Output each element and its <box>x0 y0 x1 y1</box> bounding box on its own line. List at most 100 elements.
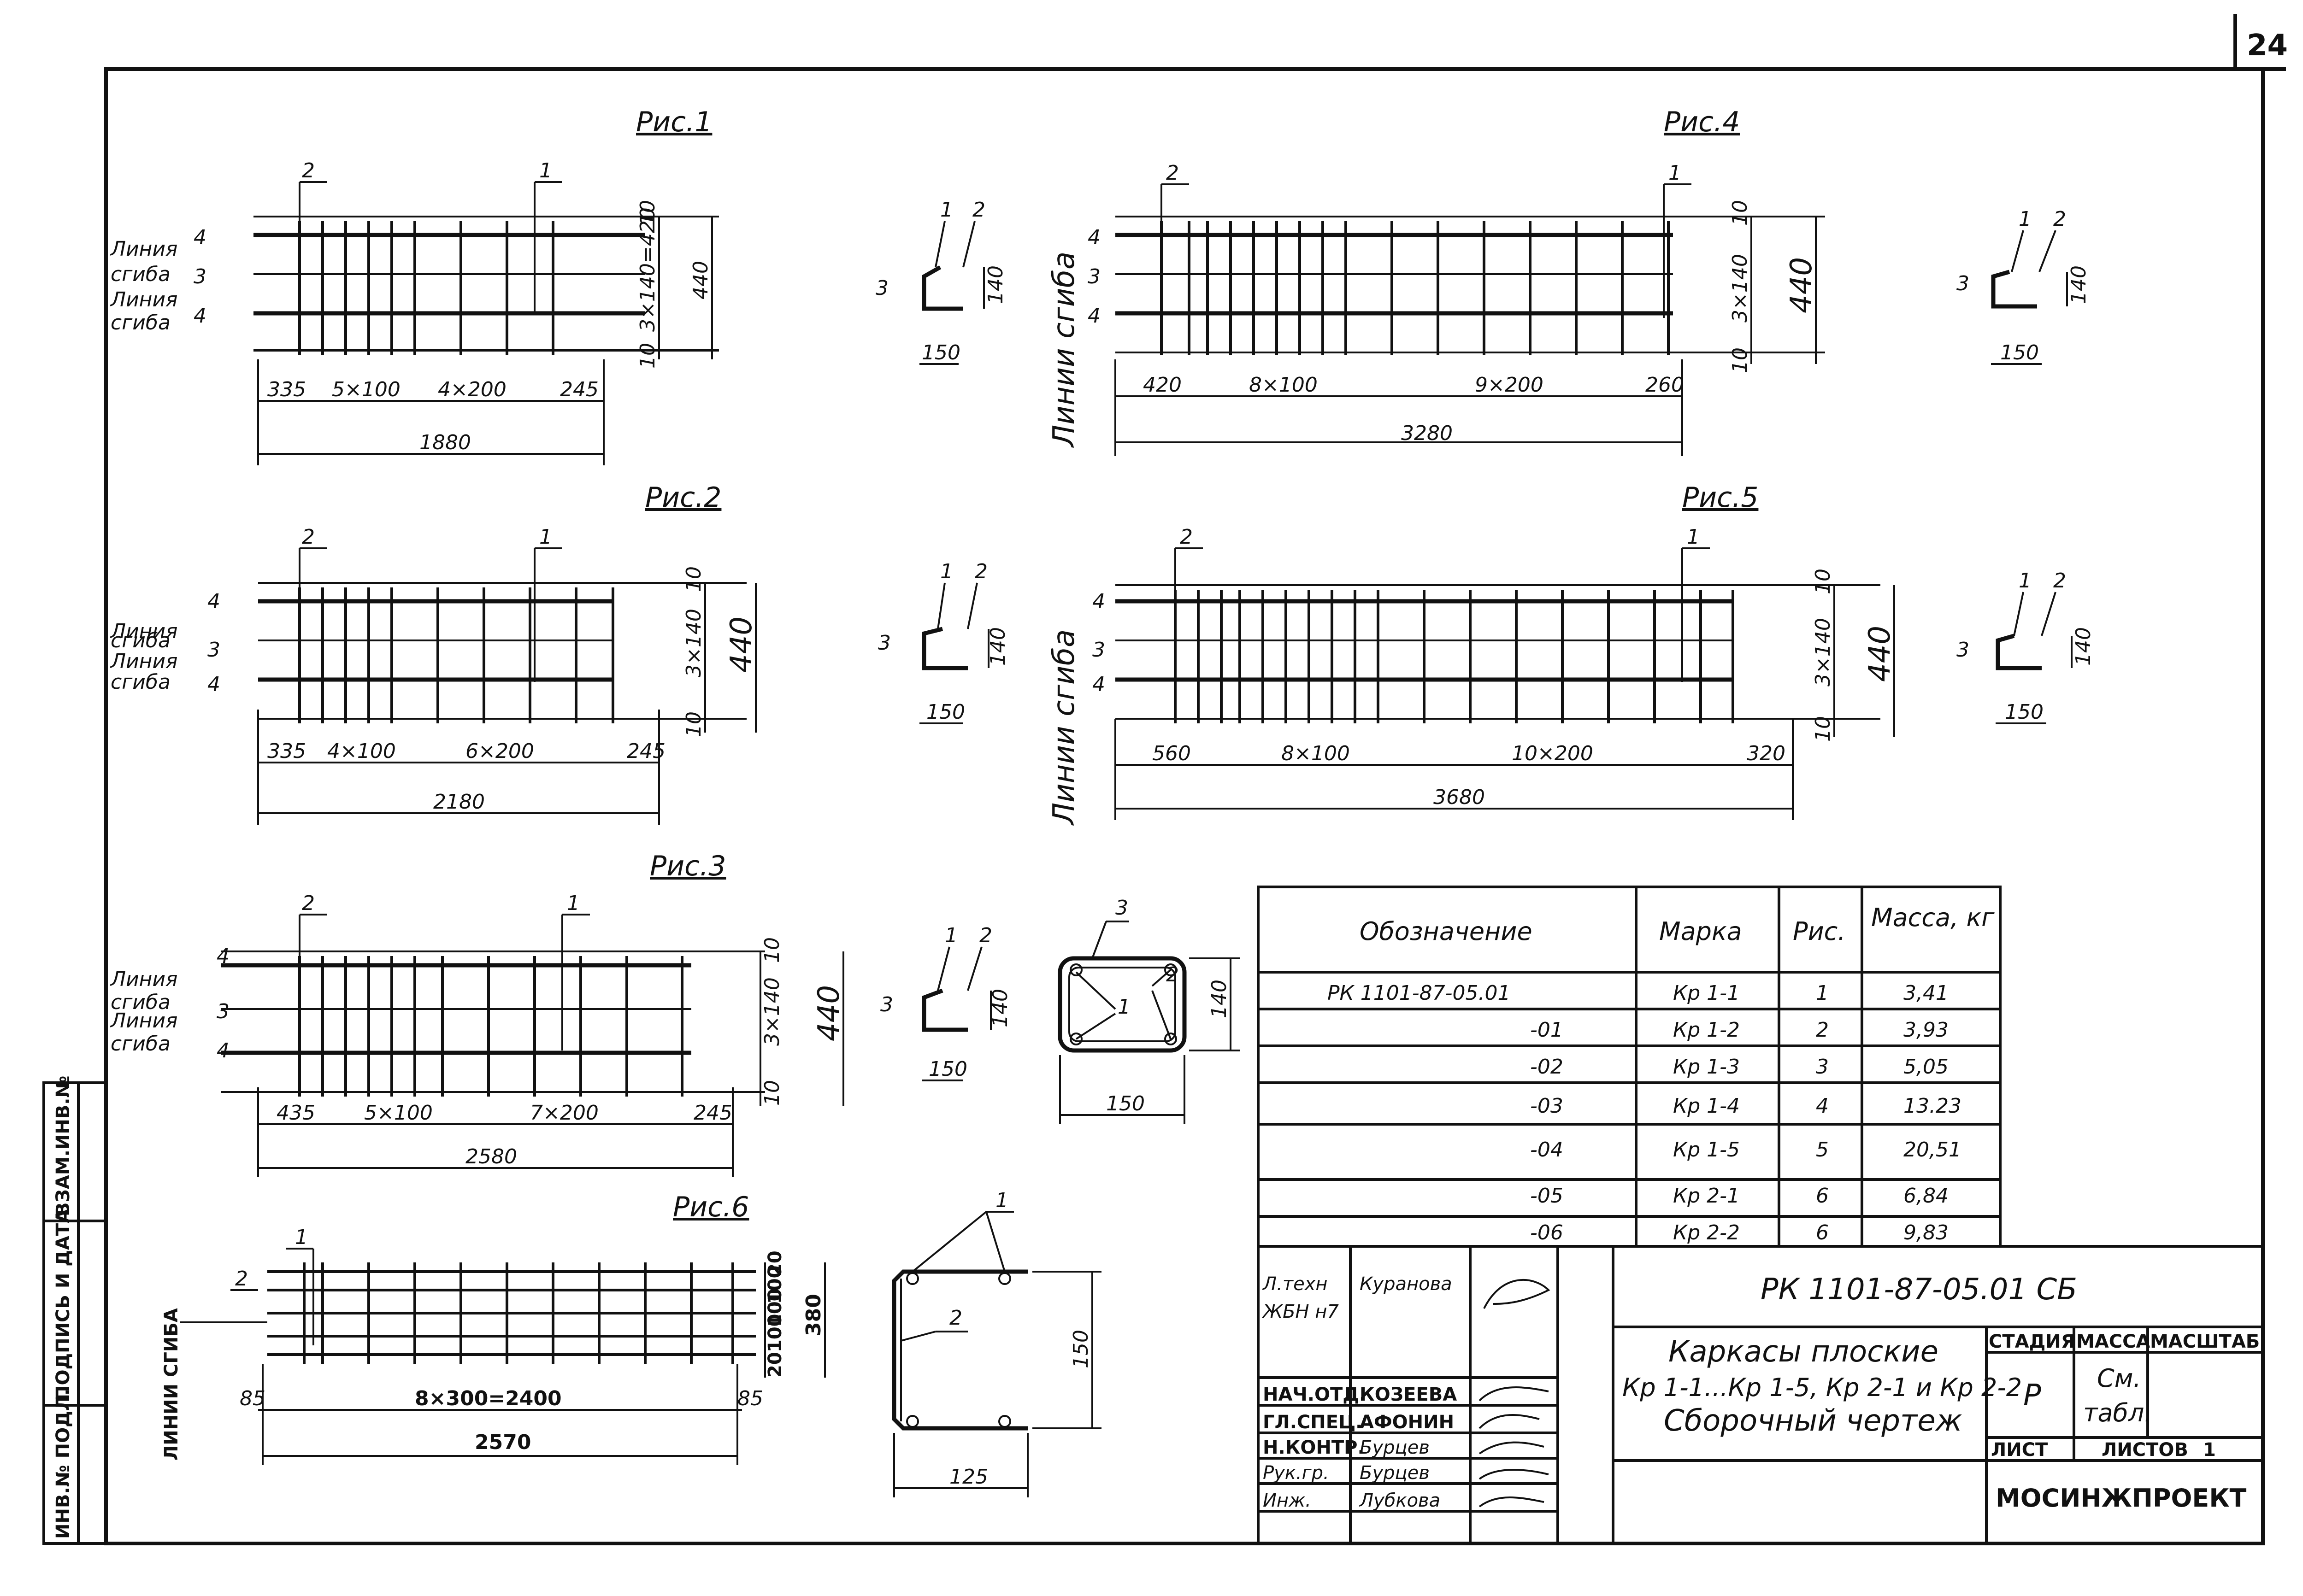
fig1-bend-label-2: сгиба <box>111 311 171 334</box>
fig5-dim-2: 8×100 <box>1281 742 1350 765</box>
fig3-sec-c1: 1 <box>945 924 958 947</box>
fig1-sec-w: 150 <box>922 341 960 364</box>
fig4-row-3: 3 <box>1088 265 1101 288</box>
tb-sheets-value: 1 <box>2203 1439 2216 1461</box>
fig3-vdim-440: 440 <box>812 985 846 1041</box>
signature-4 <box>1478 1441 1544 1455</box>
fig6-sec-w: 125 <box>949 1465 988 1489</box>
spec-row-2-mass: 5,05 <box>1903 1055 1949 1079</box>
fig2-bend-label-2: сгиба <box>111 670 171 694</box>
fig4-row-4b: 4 <box>1088 304 1101 328</box>
fig2-dim-1: 335 <box>267 739 306 763</box>
tb-doc-code: РК 1101-87-05.01 СБ <box>1761 1273 2077 1307</box>
left-strip: ИНВ.№ ПОДЛ. ПОДПИСЬ И ДАТА ВЗАМ.ИНВ.№ <box>42 1075 107 1545</box>
fig5-dim-1: 560 <box>1152 742 1191 765</box>
fig1-row-4a: 4 <box>194 226 206 249</box>
figure-6: Рис.6 1 2 ЛИНИИ СГИБА 20 100 100 100 20 <box>161 1191 826 1465</box>
fig5-callout-2: 2 <box>1180 525 1193 549</box>
fig3-row-3: 3 <box>217 1000 230 1023</box>
fig6-vdim-total: 380 <box>802 1294 825 1336</box>
fig2-bend-label-1: сгиба <box>111 629 171 652</box>
fig2-total: 2180 <box>433 790 485 814</box>
fig3-sec-c2: 2 <box>979 924 992 947</box>
fig1-vdim-10b: 10 <box>636 343 660 369</box>
fig4-sec-c3: 3 <box>1956 272 1969 295</box>
fig5-section: 1 2 3 140 150 <box>1956 569 2095 724</box>
fig4-dim-1: 420 <box>1143 373 1182 397</box>
fig3-row-4a: 4 <box>217 945 230 968</box>
fig2-vdim-mid: 3×140 <box>682 609 706 677</box>
tb-scale-label: МАСШТАБ <box>2150 1331 2260 1352</box>
figure-1: Рис.1 2 1 Линия сгиба Линия сгиба 4 3 4 … <box>110 106 719 465</box>
fig4-sec-c2: 2 <box>2053 207 2066 231</box>
tb-staff-1-role: ЖБН н7 <box>1261 1301 1339 1322</box>
stirrup-c1: 1 <box>1118 995 1131 1019</box>
fig1-vdim-10a: 10 <box>636 200 660 226</box>
fig3-sec-h: 140 <box>989 989 1012 1027</box>
sheet-frame <box>104 14 2286 1545</box>
figure-2: Рис.2 2 1 Линия сгиба Линия сгиба 4 3 4 … <box>110 481 759 825</box>
fig5-sec-c1: 1 <box>2019 569 2032 593</box>
spec-row-3-mass: 13.23 <box>1903 1094 1961 1118</box>
stirrup-c3: 3 <box>1115 896 1128 920</box>
fig1-title: Рис.1 <box>636 106 712 138</box>
stirrup-detail: 3 2 1 140 150 <box>1058 896 1240 1124</box>
fig3-line-label-1: Линия <box>110 968 178 991</box>
spec-row-2-mark: Кр 1-3 <box>1673 1055 1740 1079</box>
spec-row-0-mark: Кр 1-1 <box>1673 981 1740 1005</box>
fig4-dim-3: 9×200 <box>1475 373 1543 397</box>
fig3-total: 2580 <box>465 1145 517 1168</box>
fig5-vdim-10a: 10 <box>1811 569 1835 594</box>
tb-stage-label: СТАДИЯ <box>1989 1331 2075 1352</box>
spec-row-1-mark: Кр 1-2 <box>1673 1018 1740 1042</box>
spec-row-1-designation: -01 <box>1530 1018 1563 1042</box>
fig1-row-3: 3 <box>194 265 206 288</box>
figure-3: Рис.3 2 1 Линия сгиба Линия сгиба 4 3 4 … <box>110 850 846 1177</box>
spec-row-3-fig: 4 <box>1816 1094 1829 1118</box>
spec-row-2-designation: -02 <box>1530 1055 1563 1079</box>
spec-row-5-fig: 6 <box>1816 1184 1829 1208</box>
fig6-dim-3: 85 <box>737 1387 763 1410</box>
fig4-vdim-10b: 10 <box>1728 347 1752 373</box>
spec-row-4-mark: Кр 1-5 <box>1673 1138 1740 1162</box>
tb-org: МОСИНЖПРОЕКТ <box>1996 1484 2246 1513</box>
fig1-section: 1 2 3 140 150 <box>876 198 1007 365</box>
fig3-section: 1 2 3 140 150 <box>880 924 1012 1081</box>
fig1-dim-2: 5×100 <box>332 378 401 401</box>
fig3-vdim-mid: 3×140 <box>760 977 784 1046</box>
podpis-data: ПОДПИСЬ И ДАТА <box>53 1209 74 1401</box>
fig6-vdim-2: 100 <box>765 1266 786 1304</box>
fig2-row-4b: 4 <box>207 673 220 696</box>
fig5-sec-h: 140 <box>2072 627 2095 666</box>
tb-staff-6-name: Лубкова <box>1359 1490 1440 1511</box>
tb-staff-2-role: НАЧ.ОТД. <box>1263 1384 1366 1405</box>
spec-row-0-fig: 1 <box>1816 981 1829 1005</box>
fig3-vdim-10a: 10 <box>760 937 784 963</box>
tb-staff-4-name: Бурцев <box>1360 1437 1430 1458</box>
stirrup-c2: 2 <box>1166 963 1179 986</box>
fig2-row-4a: 4 <box>207 590 220 613</box>
tb-sheet-label: ЛИСТ <box>1991 1439 2048 1461</box>
fig6-sec-c2: 2 <box>949 1306 962 1330</box>
signature-2 <box>1478 1386 1549 1402</box>
fig3-vdim-10b: 10 <box>760 1080 784 1106</box>
fig3-bend-label-1: сгиба <box>111 991 171 1014</box>
fig3-bend-label-2: сгиба <box>111 1032 171 1056</box>
fig3-line-label-2: Линия <box>110 1009 178 1033</box>
fig2-dim-2: 4×100 <box>327 739 396 763</box>
fig1-row-4b: 4 <box>194 304 206 328</box>
fig5-vdim-10b: 10 <box>1811 716 1835 742</box>
fig1-dim-4: 245 <box>560 378 599 401</box>
fig2-sec-c1: 1 <box>940 560 953 583</box>
fig2-line-label-2: Линия <box>110 650 178 673</box>
fig6-callout-2: 2 <box>235 1267 248 1291</box>
spec-row-0-mass: 3,41 <box>1903 981 1949 1005</box>
fig1-line-label-1: Линия <box>110 237 178 261</box>
fig5-row-4b: 4 <box>1092 673 1105 696</box>
fig4-row-4a: 4 <box>1088 226 1101 249</box>
spec-row-4-fig: 5 <box>1816 1138 1829 1162</box>
fig5-sec-c3: 3 <box>1956 638 1969 662</box>
fig6-vdim-5: 20 <box>765 1352 786 1378</box>
fig1-dim-3: 4×200 <box>438 378 507 401</box>
